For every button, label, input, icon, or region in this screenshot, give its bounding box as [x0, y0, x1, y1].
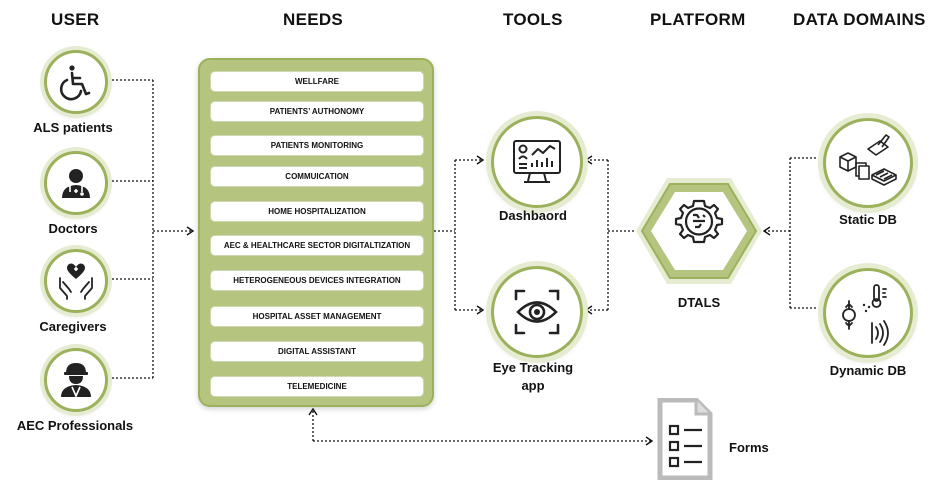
need-item: COMMUICATION [210, 166, 424, 187]
need-item: PATIENTS MONITORING [210, 135, 424, 156]
user-caregivers-circle [44, 249, 108, 313]
tool-eyetracking-circle [491, 266, 583, 358]
need-item: DIGITAL ASSISTANT [210, 341, 424, 362]
header-needs: NEEDS [283, 10, 344, 29]
caring-hands-icon [59, 263, 93, 300]
arrowhead-dashboard-back [584, 155, 593, 165]
need-item: WELLFARE [210, 71, 424, 92]
domain-static-circle [823, 118, 913, 208]
need-item: TELEMEDICINE [210, 376, 424, 397]
need-item: HOME HOSPITALIZATION [210, 201, 424, 222]
user-aec-circle [44, 348, 108, 412]
user-als-circle [44, 50, 108, 114]
arrowhead-needs [186, 226, 195, 236]
domain-dynamic-label: Dynamic DB [829, 363, 907, 378]
header-user: USER [51, 10, 100, 29]
user-aec-label: AEC Professionals [16, 418, 134, 433]
need-item: HOSPITAL ASSET MANAGEMENT [210, 306, 424, 327]
tool-dashboard-circle [491, 116, 583, 208]
arrowhead-eyetracking-back [584, 305, 593, 315]
domain-static-label: Static DB [839, 212, 897, 227]
needs-panel: WELLFARE PATIENTS’ AUTHONOMY PATIENTS MO… [198, 58, 434, 407]
wheelchair-icon [59, 65, 91, 101]
need-item: PATIENTS’ AUTHONOMY [210, 101, 424, 122]
user-doctors-circle [44, 151, 108, 215]
arrowhead-dashboard [476, 155, 485, 165]
form-document-icon [657, 398, 713, 480]
dashboard-icon [513, 140, 561, 183]
construction-worker-icon [61, 363, 91, 398]
tool-dashboard-label: Dashbaord [499, 208, 567, 223]
need-item: HETEROGENEOUS DEVICES INTEGRATION [210, 270, 424, 291]
platform-label: DTALS [677, 295, 721, 310]
doctor-icon [62, 169, 90, 198]
user-caregivers-label: Caregivers [39, 319, 107, 334]
header-platform: PLATFORM [650, 10, 746, 29]
brain-gear-icon [674, 199, 724, 244]
arrowhead-platform [762, 226, 771, 236]
user-doctors-label: Doctors [48, 221, 98, 236]
user-als-label: ALS patients [33, 120, 113, 135]
platform-hexagon [636, 178, 762, 284]
arrowhead-forms [645, 436, 654, 446]
tool-eyetracking-label-line2: app [521, 378, 545, 393]
header-data-domains: DATA DOMAINS [793, 10, 926, 29]
eye-tracking-icon [514, 289, 560, 335]
tool-eyetracking-label-line1: Eye Tracking [492, 360, 574, 375]
tool-eyetracking-label: Eye Tracking app [463, 359, 603, 395]
arrowhead-needs-bottom [308, 407, 318, 416]
arrowhead-eyetracking [476, 305, 485, 315]
need-item: AEC & HEALTHCARE SECTOR DIGITALTIZATION [210, 235, 424, 256]
header-tools: TOOLS [503, 10, 563, 29]
domain-dynamic-circle [823, 268, 913, 358]
static-data-icon [839, 134, 897, 186]
dynamic-data-icon [842, 284, 889, 346]
forms-label: Forms [729, 440, 769, 455]
